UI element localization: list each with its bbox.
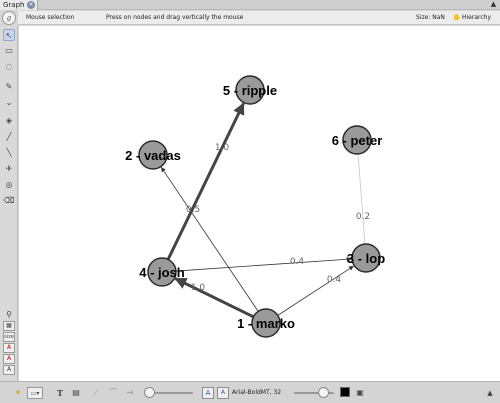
font-size-slider-knob[interactable] [318,387,329,398]
hint-text: Press on nodes and drag vertically the m… [106,14,244,21]
edge-n1-n4[interactable] [174,277,255,319]
edge-weight-label: 1.0 [191,283,206,293]
edge-weight-label: 1.0 [215,143,230,153]
node-circle[interactable] [351,243,381,273]
hierarchy-label: Hierarchy [462,14,492,21]
app-logo: g [2,11,16,25]
left-toolbar: ↖ ▭ ◌ ✎ ⌄ ◈ ╱ ╲ ✈ ◎ ⌫ ⚲ ▦ size A A A [0,26,18,381]
graph-node-n4[interactable]: 4 - josh [139,257,185,287]
grid-icon[interactable]: ▦ [3,321,15,331]
label-color-button[interactable]: A [3,343,15,353]
node-label: 2 - vadas [125,148,181,163]
graph-canvas[interactable]: 1.0 0.5 0.4 1.0 0.4 0.2 1 - marko 2 - vadas 3 -… [19,26,500,381]
font-size-down-button[interactable]: A [217,387,229,399]
pencil-icon[interactable]: ✎ [5,82,13,91]
node-label: 4 - josh [139,265,185,280]
node-circle[interactable] [251,308,281,338]
graph-node-n6[interactable]: 6 - peter [332,125,383,155]
size-readout: Size: NaN [416,14,445,21]
mode-label: Mouse selection [26,14,75,21]
edge-n4-n3[interactable] [175,256,352,272]
brush-icon[interactable]: ╱ [6,132,12,141]
graph-node-n1[interactable]: 1 - marko [237,308,295,338]
screenshot-icon[interactable]: ▭▾ [27,387,43,399]
zoom-icon[interactable]: ⚲ [6,310,12,319]
size-button[interactable]: size [3,332,15,342]
node-label: 1 - marko [237,316,295,331]
node-label: 3 - lop [347,251,385,266]
edge-weight-label: 0.2 [356,212,370,222]
node-label: 5 - ripple [223,83,277,98]
font-name-label[interactable]: Arial-BoldMT, 32 [232,389,282,396]
graph-node-n2[interactable]: 2 - vadas [125,140,181,170]
edge-straight-icon[interactable]: ⟋ [93,388,99,397]
node-circle[interactable] [147,257,177,287]
airplane-icon[interactable]: ✈ [5,164,13,173]
expand-panel-icon[interactable]: ▲ [487,389,493,397]
pointer-tool-icon[interactable]: ↖ [3,29,15,41]
lasso-select-icon[interactable]: ◌ [5,62,13,71]
font-size-up-button[interactable]: A [202,387,214,399]
tab-graph[interactable]: Graph × [0,0,38,10]
edge-n1-n2[interactable] [161,167,259,312]
settings-icon[interactable]: ▣ [356,388,364,397]
label-font-button[interactable]: A [3,365,15,375]
paint-bucket-icon[interactable]: ◈ [5,116,13,125]
edge-arrow-icon[interactable]: ⇥ [126,388,134,397]
edge-n6-n3[interactable] [357,153,366,244]
tab-bar: Graph × ▲ [0,0,500,10]
rectangle-select-icon[interactable]: ▭ [5,46,13,55]
text-tool-button[interactable]: T [57,388,63,398]
label-size-button[interactable]: A [3,354,15,364]
chevron-down-icon[interactable]: ⌄ [5,98,13,107]
ring-icon[interactable]: ◎ [5,180,13,189]
node-circle[interactable] [138,140,168,170]
edge-n1-n3[interactable] [277,265,354,316]
graph-node-n3[interactable]: 3 - lop [347,243,385,273]
edge-curved-icon[interactable]: ⌒ [109,388,117,397]
label-toggle-icon[interactable]: ▤ [72,388,80,397]
edge-weight-label: 0.4 [290,257,305,267]
hierarchy-button[interactable]: Hierarchy [454,11,491,25]
maximize-icon[interactable]: ▲ [490,0,497,8]
info-bar: Mouse selection Press on nodes and drag … [18,11,500,25]
graph-node-n5[interactable]: 5 - ripple [223,75,277,105]
eraser-icon[interactable]: ⌫ [3,196,15,205]
font-size-slider-track[interactable] [294,392,334,394]
node-circle[interactable] [342,125,372,155]
node-label: 6 - peter [332,133,383,148]
color-picker-icon[interactable]: ╲ [6,148,12,157]
node-circle[interactable] [235,75,265,105]
edge-n4-n5[interactable] [166,102,245,261]
lightbulb-icon[interactable]: ✦ [14,388,22,397]
edge-weight-label: 0.5 [186,205,200,215]
lightbulb-icon [454,14,459,20]
bottom-toolbar: ✦ ▭▾ T ▤ ⟋ ⌒ ⇥ A A Arial-BoldMT, 32 ▣ ▲ [0,381,500,403]
tab-graph-label: Graph [3,1,25,9]
edge-weight-slider-track[interactable] [145,392,193,394]
edge-weight-label: 0.4 [327,275,342,285]
edge-weight-slider-knob[interactable] [144,387,155,398]
graph-svg: 1.0 0.5 0.4 1.0 0.4 0.2 1 - marko 2 - vadas 3 -… [125,75,385,338]
color-swatch[interactable] [340,387,350,397]
close-icon[interactable]: × [27,1,35,9]
